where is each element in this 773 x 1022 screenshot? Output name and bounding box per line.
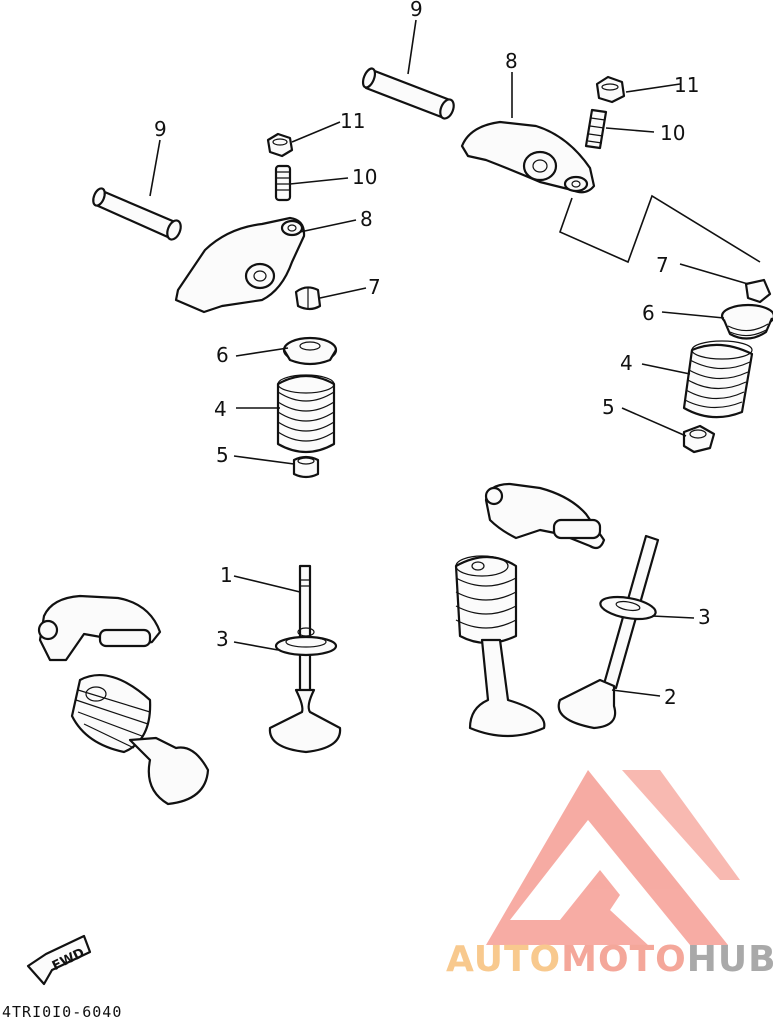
callout-4-left: 4: [214, 397, 227, 421]
callout-2: 2: [664, 685, 677, 709]
valve-spring-left: [276, 374, 336, 454]
valve-spring-right: [682, 340, 754, 419]
callout-3-right: 3: [698, 605, 711, 629]
valve-stem-seal-right: [682, 424, 716, 454]
callout-3-left: 3: [216, 627, 229, 651]
logo-hub: HUB: [686, 939, 773, 980]
callout-5-right: 5: [602, 395, 615, 419]
callout-11-right: 11: [674, 73, 699, 97]
logo-wordmark: AUTOMOTOHUB: [446, 939, 773, 980]
spring-retainer-left: [282, 336, 338, 366]
adjusting-screw-left: [274, 164, 292, 202]
callout-numbers: 9 8 11 10 9 11 10 8 7 6 4 5 7 6 4 5 1 3 …: [154, 0, 711, 709]
rocker-arm-left: [174, 216, 306, 314]
detail-bracket: [558, 194, 761, 264]
valve-cotter-right: [744, 278, 772, 304]
exhaust-valve: [557, 534, 660, 730]
callout-4-right: 4: [620, 351, 633, 375]
valve-cotter-left: [294, 286, 322, 311]
callout-6-right: 6: [642, 301, 655, 325]
callout-8-left: 8: [360, 207, 373, 231]
locknut-right: [595, 75, 626, 104]
assembly-view-right: [454, 482, 606, 738]
valve-stem-seal-left: [292, 455, 320, 479]
callout-10-right: 10: [660, 121, 685, 145]
callout-6-left: 6: [216, 343, 229, 367]
callout-7-right: 7: [656, 253, 669, 277]
callout-9-left: 9: [154, 117, 167, 141]
rocker-shaft-right: [361, 67, 455, 120]
logo-moto: MOTO: [561, 939, 687, 980]
leader-lines: [149, 19, 749, 697]
callout-8-right: 8: [505, 49, 518, 73]
intake-valve: [268, 564, 342, 754]
diagram-code: 4TRI0I0-6040: [2, 1003, 123, 1021]
rocker-shaft-left: [92, 187, 182, 241]
callout-11-left: 11: [340, 109, 365, 133]
fwd-arrow: FWD: [26, 934, 92, 986]
callout-9-right: 9: [410, 0, 423, 21]
callout-5-left: 5: [216, 443, 229, 467]
adjusting-screw-right: [584, 108, 608, 150]
callout-1: 1: [220, 563, 233, 587]
assembly-view-left: [37, 594, 210, 806]
callout-7-left: 7: [368, 275, 381, 299]
callout-10-left: 10: [352, 165, 377, 189]
logo-mark: [486, 770, 740, 945]
locknut-left: [266, 132, 294, 158]
spring-retainer-right: [720, 303, 773, 340]
logo-auto: AUTO: [446, 939, 562, 980]
rocker-arm-right: [460, 120, 596, 194]
